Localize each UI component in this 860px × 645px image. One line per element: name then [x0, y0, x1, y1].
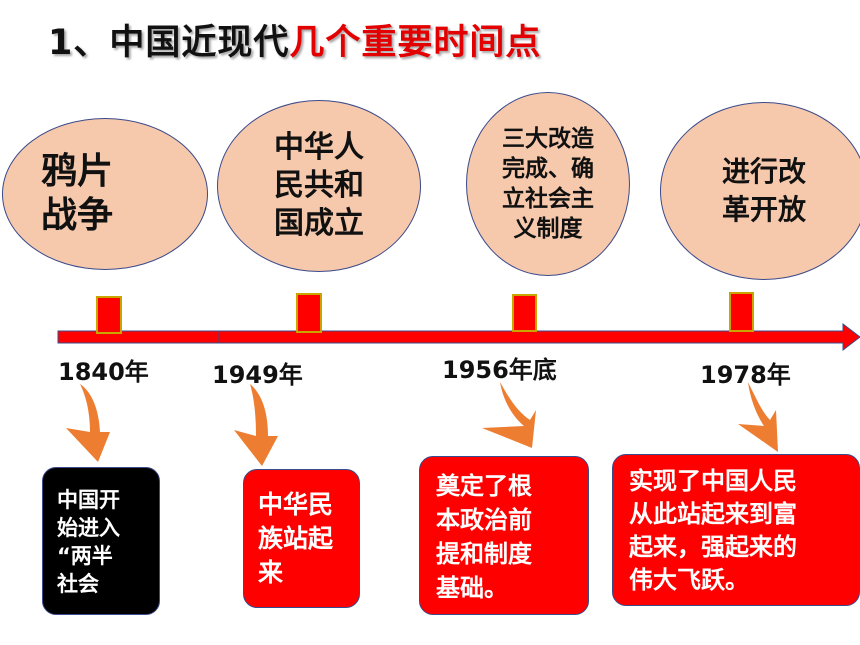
- event-circle-socialist-transformation: 三大改造 完成、确 立社会主 义制度: [466, 92, 630, 276]
- box-line: 始进入: [57, 516, 120, 540]
- box-line: 中华民: [258, 490, 334, 519]
- circle-line: 革开放: [721, 193, 806, 226]
- event-circle-prc-founding: 中华人 民共和 国成立: [217, 100, 421, 272]
- circle-line: 国成立: [274, 206, 364, 241]
- box-line: 提和制度: [436, 540, 532, 568]
- timeline-marker: [296, 293, 322, 333]
- result-box-1956: 奠定了根 本政治前 提和制度 基础。: [419, 456, 589, 615]
- arrow-down-icon: [482, 382, 536, 448]
- arrow-down-icon: [738, 382, 778, 452]
- circle-line: 三大改造: [502, 126, 594, 152]
- circle-line: 进行改: [721, 155, 806, 188]
- page-title: 1、中国近现代几个重要时间点: [48, 14, 541, 65]
- result-box-1978: 实现了中国人民 从此站起来到富 起来，强起来的 伟大飞跃。: [612, 454, 860, 606]
- box-line: 来: [258, 558, 284, 587]
- event-circle-reform-opening: 进行改 革开放: [660, 102, 860, 280]
- title-part-red: 几个重要时间点: [289, 23, 542, 63]
- year-label: 1956年底: [442, 356, 557, 384]
- result-box-1840: 中国开 始进入 “两半 社会: [42, 467, 160, 615]
- timeline-marker: [512, 294, 537, 332]
- box-line: 奠定了根: [436, 472, 532, 500]
- timeline-arrow: [217, 322, 860, 352]
- timeline-bar-left: [57, 330, 219, 344]
- box-line: 基础。: [436, 574, 508, 602]
- box-line: 伟大飞跃。: [629, 566, 749, 594]
- box-line: 社会: [57, 572, 99, 596]
- timeline-marker: [96, 296, 122, 334]
- circle-line: 民共和: [274, 168, 364, 203]
- box-line: 实现了中国人民: [629, 467, 797, 495]
- result-box-1949: 中华民 族站起 来: [243, 469, 360, 608]
- box-line: 中国开: [57, 488, 120, 512]
- box-line: 族站起: [258, 524, 334, 553]
- title-part-black: 1、中国近现代: [48, 23, 290, 63]
- box-line: 从此站起来到富: [629, 500, 797, 528]
- event-circle-opium-war: 鸦片 战争: [2, 118, 208, 270]
- box-line: 本政治前: [436, 506, 532, 534]
- year-label: 1949年: [212, 361, 303, 389]
- circle-line: 义制度: [513, 216, 583, 242]
- circle-line: 战争: [41, 195, 114, 236]
- box-line: “两半: [57, 544, 113, 568]
- arrow-down-icon: [234, 384, 278, 466]
- timeline-marker: [729, 292, 754, 332]
- arrow-down-icon: [66, 384, 110, 462]
- circle-line: 鸦片: [41, 151, 114, 192]
- box-line: 起来，强起来的: [629, 533, 797, 561]
- circle-line: 立社会主: [502, 186, 594, 212]
- year-label: 1978年: [700, 361, 791, 389]
- circle-line: 完成、确: [502, 156, 594, 182]
- circle-line: 中华人: [274, 130, 364, 165]
- year-label: 1840年: [58, 358, 149, 386]
